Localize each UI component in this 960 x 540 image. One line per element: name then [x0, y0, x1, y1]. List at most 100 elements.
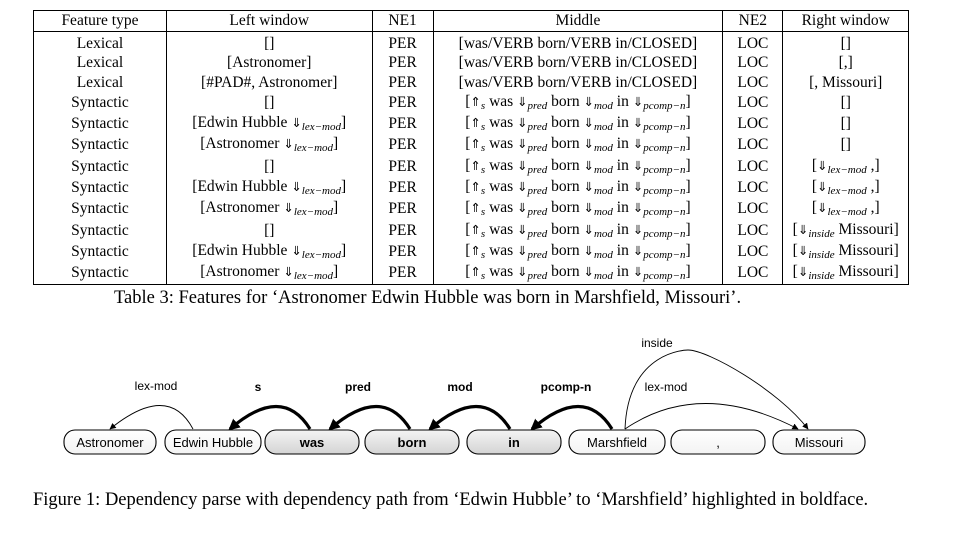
cell-text: was — [485, 156, 518, 174]
cell-text: ] — [333, 135, 339, 153]
cell-text: ] — [685, 114, 691, 132]
down-arrow-icon: ⇓ — [632, 200, 644, 216]
parse-edge-label: pcomp-n — [541, 380, 592, 394]
cell-text: [was/VERB born/VERB in/CLOSED] — [458, 73, 698, 91]
table-header-row: Feature type Left window NE1 Middle NE2 … — [33, 10, 909, 32]
parse-node-marshfield: Marshfield — [568, 429, 666, 455]
cell-right-window: [] — [782, 31, 909, 54]
cell-feature-type: Syntactic — [33, 91, 167, 114]
header-ne2: NE2 — [722, 10, 783, 32]
cell-ne2: LOC — [722, 53, 783, 73]
up-arrow-icon: ⇑ — [470, 93, 481, 109]
parse-edge-arc — [624, 349, 809, 430]
cell-text: [ — [792, 241, 798, 259]
cell-text: [ — [811, 156, 818, 174]
parse-node-: , — [670, 429, 766, 455]
table-row: Syntactic[Astronomer ⇓lex−mod]PER[⇑s was… — [33, 134, 909, 156]
down-arrow-icon: ⇓ — [517, 264, 528, 280]
cell-ne1: PER — [371, 72, 434, 92]
cell-ne2: LOC — [722, 72, 783, 92]
relation-subscript: lex−mod — [827, 185, 867, 198]
cell-text: ] — [685, 220, 691, 238]
cell-text: ] — [685, 199, 691, 217]
cell-text: [] — [264, 157, 275, 175]
parse-node-edwin-hubble: Edwin Hubble — [164, 429, 262, 455]
relation-subscript: mod — [593, 206, 613, 219]
down-arrow-icon: ⇓ — [583, 157, 594, 173]
down-arrow-icon: ⇓ — [583, 93, 594, 109]
cell-text: [Astronomer — [200, 199, 284, 217]
table-row: Syntactic[]PER[⇑s was ⇓pred born ⇓mod in… — [33, 155, 909, 178]
table-row: Lexical[#PAD#, Astronomer]PER[was/VERB b… — [33, 72, 909, 92]
cell-text: in — [612, 220, 633, 238]
parse-node-box — [164, 429, 262, 455]
relation-subscript: s — [480, 227, 486, 240]
cell-text: Missouri] — [834, 241, 899, 259]
cell-middle: [⇑s was ⇓pred born ⇓mod in ⇓pcomp−n] — [432, 155, 723, 178]
cell-middle: [⇑s was ⇓pred born ⇓mod in ⇓pcomp−n] — [432, 262, 723, 285]
down-arrow-icon: ⇓ — [291, 115, 302, 131]
table-row: Syntactic[Edwin Hubble ⇓lex−mod]PER[⇑s w… — [33, 240, 909, 263]
relation-subscript: pcomp−n — [643, 185, 686, 198]
parse-edge-arc — [328, 405, 412, 431]
cell-text: [Edwin Hubble — [192, 114, 292, 132]
cell-ne1: PER — [371, 113, 434, 135]
parse-node-label: was — [299, 435, 325, 450]
parse-node-was: was — [264, 429, 360, 455]
cell-text: ] — [340, 178, 347, 196]
parse-node-box — [772, 429, 866, 455]
cell-text: [, Missouri] — [809, 73, 883, 91]
relation-subscript: pcomp−n — [643, 248, 686, 261]
cell-text: born — [547, 92, 584, 110]
cell-ne2: LOC — [722, 31, 783, 54]
cell-text: was — [485, 92, 518, 110]
cell-text: [was/VERB born/VERB in/CLOSED] — [458, 35, 698, 52]
relation-subscript: lex−mod — [293, 142, 334, 155]
cell-text: was — [485, 135, 518, 153]
relation-subscript: lex−mod — [301, 248, 341, 261]
down-arrow-icon: ⇓ — [517, 221, 528, 237]
cell-text: in — [612, 263, 633, 281]
cell-text: [Edwin Hubble — [192, 178, 292, 196]
parse-node-born: born — [364, 429, 460, 455]
up-arrow-icon: ⇑ — [470, 242, 481, 258]
cell-feature-type: Syntactic — [33, 219, 167, 241]
feature-table: Feature type Left window NE1 Middle NE2 … — [33, 10, 909, 285]
relation-subscript: pcomp−n — [643, 121, 686, 134]
cell-ne1: PER — [371, 155, 434, 178]
down-arrow-icon: ⇓ — [632, 136, 644, 152]
header-ne1: NE1 — [371, 10, 434, 32]
relation-subscript: s — [480, 121, 486, 134]
cell-text: [ — [811, 199, 818, 217]
cell-text: [Astronomer] — [227, 54, 312, 72]
down-arrow-icon: ⇓ — [517, 157, 528, 173]
cell-text: Missouri] — [834, 263, 899, 281]
cell-text: was — [485, 220, 518, 238]
cell-text: [ — [465, 92, 471, 110]
cell-left-window: [] — [165, 155, 373, 178]
header-middle: Middle — [432, 10, 723, 32]
cell-text: born — [547, 156, 584, 174]
parse-edge-s: s — [228, 380, 312, 431]
parse-node-astronomer: Astronomer — [63, 429, 157, 455]
cell-text: in — [612, 241, 633, 259]
cell-feature-type: Lexical — [33, 31, 167, 54]
relation-subscript: s — [480, 163, 486, 176]
cell-text: [] — [264, 93, 275, 111]
header-right-window: Right window — [782, 10, 909, 32]
relation-subscript: pred — [527, 99, 548, 112]
down-arrow-icon: ⇓ — [632, 264, 644, 280]
cell-text: was — [485, 114, 518, 132]
parse-edge-label: inside — [641, 336, 673, 350]
relation-subscript: inside — [808, 227, 835, 240]
parse-edge-arc — [428, 405, 512, 431]
down-arrow-icon: ⇓ — [817, 200, 828, 216]
table-row: Lexical[]PER[was/VERB born/VERB in/CLOSE… — [33, 31, 909, 54]
parse-node-label: Marshfield — [587, 435, 647, 450]
parse-node-label: in — [508, 435, 520, 450]
cell-right-window: [⇓lex−mod ,] — [782, 155, 909, 178]
relation-subscript: mod — [593, 248, 613, 261]
parse-edge-label: mod — [447, 380, 472, 394]
table-row: Syntactic[Astronomer ⇓lex−mod]PER[⇑s was… — [33, 198, 909, 220]
relation-subscript: mod — [593, 99, 613, 112]
